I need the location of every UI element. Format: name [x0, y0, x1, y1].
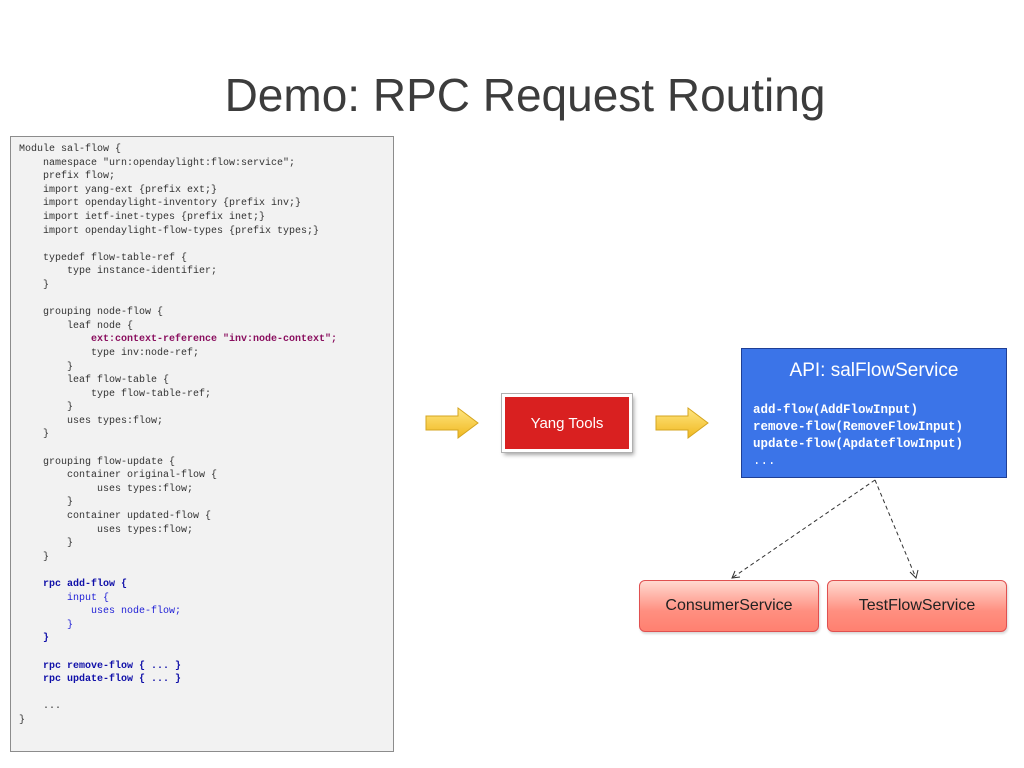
test-flow-service-box: TestFlowService — [827, 580, 1007, 632]
code-line: leaf flow-table { — [19, 375, 170, 387]
code-line: ext:context-reference "inv:node-context"… — [19, 334, 338, 346]
code-line: grouping node-flow { — [19, 307, 164, 319]
connector-consumer — [731, 479, 876, 579]
code-line: container original-flow { — [19, 470, 218, 482]
code-line: import opendaylight-flow-types {prefix t… — [19, 225, 320, 237]
code-line: type instance-identifier; — [19, 266, 218, 278]
code-line: type flow-table-ref; — [19, 388, 212, 400]
code-line: } — [19, 402, 74, 414]
connector-test — [874, 479, 917, 579]
api-method-list: add-flow(AddFlowInput) remove-flow(Remov… — [742, 402, 1006, 470]
code-line: prefix flow; — [19, 171, 116, 183]
code-line: Module sal-flow { — [19, 144, 122, 155]
api-method: add-flow(AddFlowInput) — [753, 403, 919, 417]
code-line: uses types:flow; — [19, 483, 194, 495]
code-line: import ietf-inet-types {prefix inet;} — [19, 211, 266, 223]
code-line: container updated-flow { — [19, 511, 212, 523]
page-title: Demo: RPC Request Routing — [224, 69, 826, 121]
code-line: } — [19, 497, 74, 509]
yang-code-panel: Module sal-flow { namespace "urn:openday… — [10, 136, 394, 752]
yang-tools-label: Yang Tools — [530, 414, 604, 432]
api-method: update-flow(ApdateflowInput) — [753, 437, 964, 451]
code-line: typedef flow-table-ref { — [19, 252, 188, 264]
code-line: leaf node { — [19, 320, 134, 332]
code-line: } — [19, 714, 26, 726]
code-line: } — [19, 279, 50, 291]
consumer-service-box: ConsumerService — [639, 580, 819, 632]
arrow-right-icon — [655, 407, 709, 439]
code-line: uses node-flow; — [19, 606, 182, 618]
api-method: remove-flow(RemoveFlowInput) — [753, 420, 964, 434]
code-line: import yang-ext {prefix ext;} — [19, 184, 218, 196]
code-line: } — [19, 633, 50, 645]
consumer-service-label: ConsumerService — [665, 597, 793, 614]
code-line: namespace "urn:opendaylight:flow:service… — [19, 157, 296, 169]
code-line: type inv:node-ref; — [19, 347, 200, 359]
code-line: rpc update-flow { ... } — [19, 674, 182, 686]
api-title: API: salFlowService — [789, 360, 959, 381]
code-line: } — [19, 551, 50, 563]
code-line: rpc remove-flow { ... } — [19, 660, 182, 672]
code-line: import opendaylight-inventory {prefix in… — [19, 198, 302, 210]
code-line: grouping flow-update { — [19, 456, 176, 468]
connector-test-arrowhead — [909, 569, 919, 579]
code-line: } — [19, 361, 74, 373]
arrow-right-icon — [425, 407, 479, 439]
test-flow-service-label: TestFlowService — [858, 597, 976, 614]
code-line: } — [19, 429, 50, 441]
code-line: ... — [19, 701, 62, 713]
api-service-box: API: salFlowService add-flow(AddFlowInpu… — [741, 348, 1007, 478]
connector-consumer-arrowhead — [731, 570, 741, 579]
code-line: uses types:flow; — [19, 524, 194, 536]
code-line: input { — [19, 592, 110, 604]
api-method-ellipsis: ... — [753, 454, 776, 468]
yang-tools-box: Yang Tools — [502, 394, 632, 452]
code-line: uses types:flow; — [19, 415, 164, 427]
code-line: } — [19, 538, 74, 550]
code-line: } — [19, 619, 74, 631]
code-line: rpc add-flow { — [19, 579, 128, 590]
